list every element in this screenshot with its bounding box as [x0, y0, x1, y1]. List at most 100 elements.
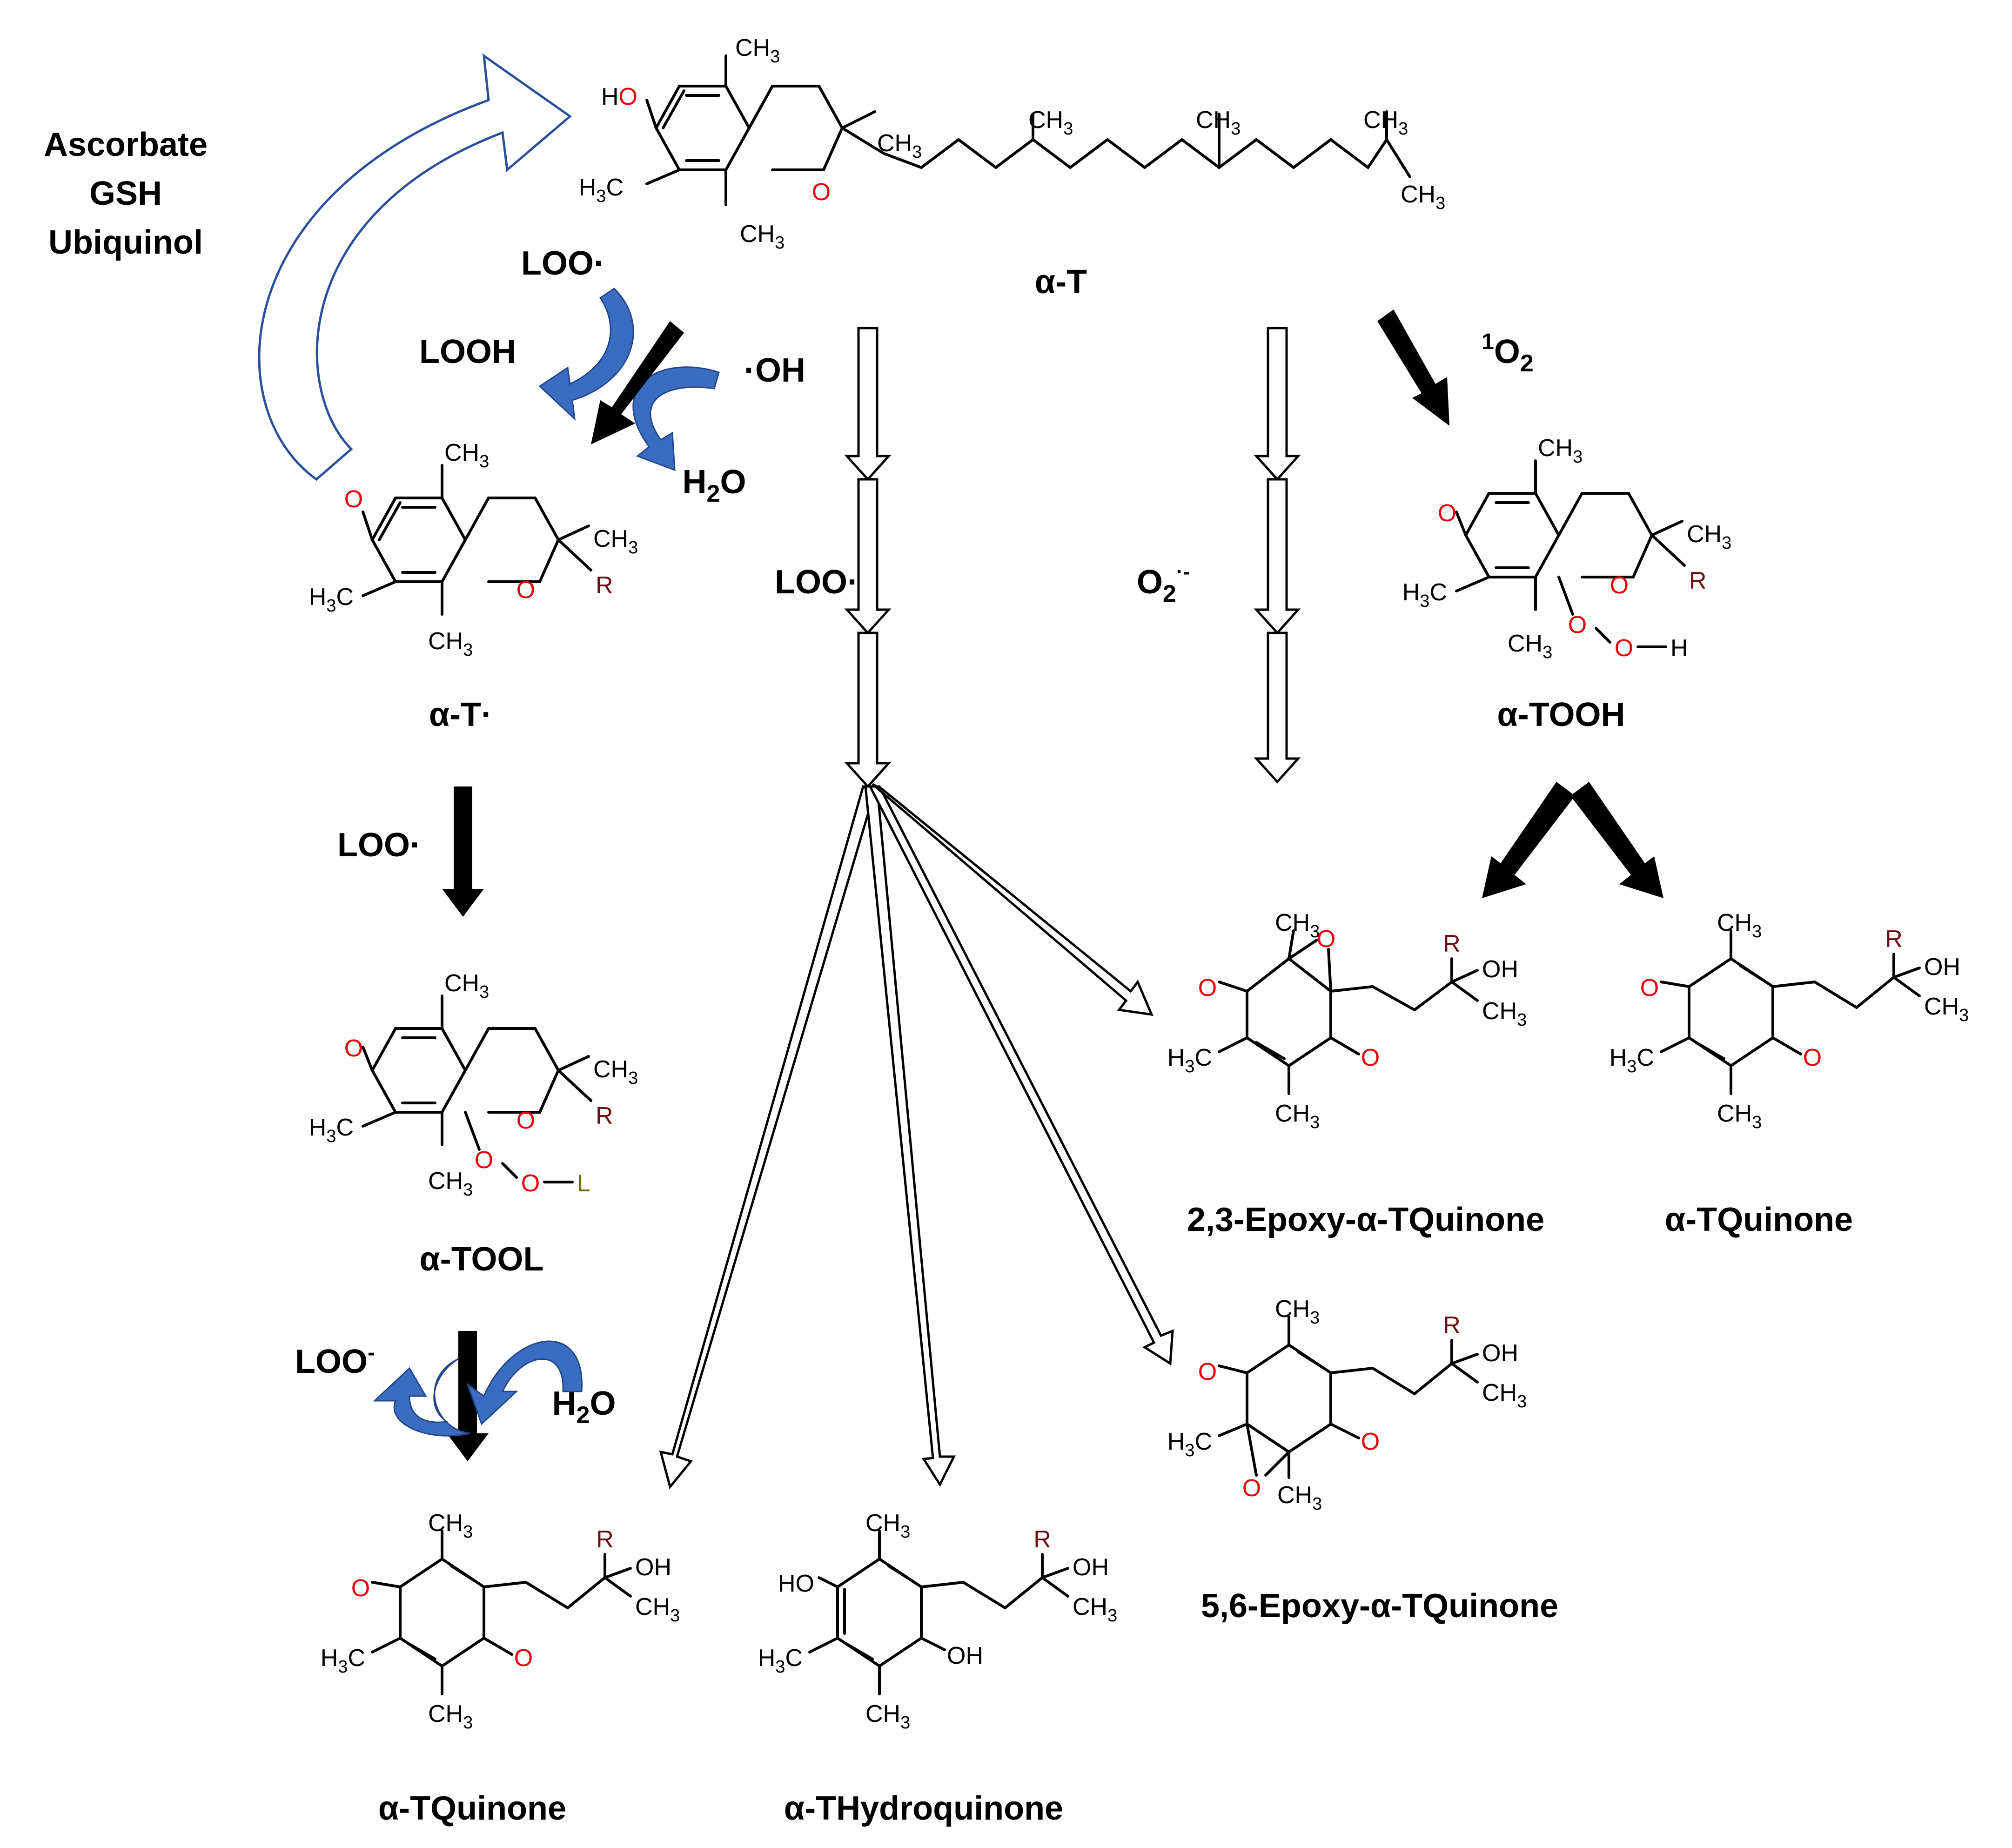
- atooh-h3c: H3C: [1402, 579, 1447, 611]
- blue-curved-arrow-water: [632, 366, 720, 471]
- loo-radical-left: LOO·: [337, 827, 421, 864]
- at-h3c: H3C: [579, 174, 624, 206]
- black-arrow-atool-to-tquinone: [447, 1331, 489, 1461]
- ep56-hydroxyl: OH: [1482, 1340, 1518, 1367]
- gsh-label: GSH: [89, 175, 162, 212]
- alpha-tool-structure: CH3 O H3C O CH3 R CH3 O O L: [309, 970, 638, 1200]
- loo-anion-label: LOO-: [295, 1340, 375, 1380]
- ep56-ketone-oxygen1: O: [1198, 1358, 1217, 1385]
- tqb-ch3-top: CH3: [428, 1510, 473, 1542]
- atr-ring-oxygen: O: [516, 577, 535, 604]
- thq-r-group: R: [1033, 1526, 1051, 1553]
- tquinone-right-structure: CH3 O O H3C CH3 R OH CH3: [1610, 909, 1969, 1132]
- ep23-ch3-top: CH3: [1275, 909, 1320, 941]
- atr-h3c: H3C: [309, 584, 354, 616]
- tqr-ketone-oxygen2: O: [1803, 1044, 1822, 1071]
- atr-radical-oxygen: O: [344, 486, 363, 513]
- h2o-top-label: H2O: [683, 464, 746, 507]
- tquinone-bottom-structure: CH3 O O H3C CH3 R OH CH3: [321, 1510, 680, 1733]
- fan-hollow-arrows: [659, 783, 1174, 1490]
- atool-peroxy-oxygen1: O: [475, 1147, 493, 1174]
- tqb-ketone-oxygen2: O: [514, 1645, 533, 1672]
- at-ch3-chain2: CH3: [1196, 107, 1241, 139]
- tqr-ch3-side: CH3: [1924, 993, 1969, 1025]
- atool-ring-oxygen: O: [516, 1107, 535, 1134]
- label-tquinone-bottom: α-TQuinone: [378, 1790, 566, 1827]
- label-thydroquinone: α-THydroquinone: [784, 1790, 1063, 1827]
- alpha-tocopheroxyl-radical-structure: CH3 O H3C O CH3 R CH3: [309, 439, 638, 660]
- label-alpha-tooh: α-TOOH: [1497, 696, 1625, 733]
- atooh-hydrogen: H: [1670, 635, 1688, 662]
- ep23-r-group: R: [1443, 930, 1461, 957]
- atooh-peroxy-oxygen1: O: [1568, 612, 1587, 638]
- alpha-tooh-structure: CH3 O H3C O CH3 R CH3 O O H: [1402, 435, 1732, 662]
- central-hollow-arrow-stack: [844, 327, 892, 788]
- ep23-ketone-oxygen1: O: [1198, 974, 1217, 1001]
- atooh-ketone-oxygen: O: [1438, 500, 1456, 527]
- at-ring-oxygen: O: [812, 179, 831, 206]
- ep56-ch3-top: CH3: [1275, 1296, 1320, 1328]
- atool-ketone-oxygen: O: [344, 1035, 363, 1062]
- atooh-ch3-bottom: CH3: [1508, 630, 1552, 662]
- ep23-hydroxyl: OH: [1482, 956, 1518, 983]
- alpha-tocopherol-structure: CH3 HO H3C O CH3 CH3 CH3 CH3 CH3 CH3: [579, 34, 1446, 253]
- ep23-epoxide-oxygen: O: [1317, 926, 1335, 953]
- black-arrow-atooh-to-epoxy: [1482, 782, 1575, 898]
- at-ch3-chain3: CH3: [1363, 107, 1408, 139]
- ep56-ch3-bottom: CH3: [1277, 1482, 1322, 1514]
- at-ch3-bottom: CH3: [740, 221, 785, 253]
- thq-ch3-bottom: CH3: [865, 1700, 910, 1733]
- singlet-oxygen-label: 1O2: [1482, 329, 1534, 377]
- blue-curved-arrow-looh: [538, 288, 634, 421]
- superoxide-label: O2·-: [1137, 560, 1190, 607]
- tqb-r-group: R: [596, 1526, 614, 1553]
- ep56-r-group: R: [1443, 1312, 1461, 1339]
- thydroquinone-structure: CH3 HO OH H3C CH3 R OH CH3: [758, 1510, 1118, 1733]
- at-ch3-c2: CH3: [877, 130, 922, 162]
- ep23-ketone-oxygen2: O: [1361, 1044, 1380, 1071]
- atool-r-group: R: [596, 1102, 613, 1129]
- at-ch3-end: CH3: [1401, 181, 1445, 213]
- thq-hydroxyl-left: HO: [778, 1570, 814, 1597]
- tqb-ch3-side: CH3: [635, 1593, 680, 1626]
- atooh-peroxy-oxygen2: O: [1615, 635, 1633, 662]
- atool-peroxy-oxygen2: O: [521, 1170, 540, 1197]
- atr-ch3-c2: CH3: [593, 525, 638, 558]
- at-ch3-top: CH3: [735, 34, 780, 67]
- atr-ch3-bottom: CH3: [428, 628, 473, 660]
- tqr-ketone-oxygen1: O: [1640, 974, 1659, 1001]
- loo-radical-middle: LOO·: [775, 564, 858, 601]
- at-ch3-chain1: CH3: [1028, 107, 1073, 139]
- thq-ch3-side: CH3: [1073, 1593, 1117, 1626]
- ascorbate-label: Ascorbate: [44, 126, 208, 163]
- blue-curved-arrow-h2o-bottom: [466, 1340, 583, 1425]
- ep56-ch3-side: CH3: [1482, 1379, 1527, 1411]
- black-arrow-at-to-atooh: [1377, 309, 1449, 426]
- label-epoxy-56: 5,6-Epoxy-α-TQuinone: [1201, 1587, 1558, 1625]
- atool-l-group: L: [577, 1170, 590, 1197]
- thq-hydroxyl-side: OH: [1073, 1554, 1109, 1581]
- atool-ch3-c2: CH3: [593, 1056, 638, 1088]
- label-epoxy-23: 2,3-Epoxy-α-TQuinone: [1187, 1201, 1544, 1238]
- epoxy-56-structure: CH3 O O H3C O CH3 R OH CH3: [1167, 1296, 1527, 1514]
- tqr-h3c: H3C: [1610, 1044, 1654, 1076]
- tqr-ch3-bottom: CH3: [1717, 1100, 1762, 1132]
- regeneration-hollow-arrow: [258, 53, 572, 481]
- ep23-ch3-bottom: CH3: [1275, 1100, 1320, 1132]
- ep23-ch3-side: CH3: [1482, 998, 1527, 1030]
- tqb-ch3-bottom: CH3: [428, 1700, 473, 1733]
- tqb-h3c: H3C: [321, 1645, 365, 1677]
- h2o-bottom-label: H2O: [552, 1385, 616, 1429]
- atool-h3c: H3C: [309, 1114, 354, 1146]
- ubiquinol-label: Ubiquinol: [48, 224, 203, 261]
- black-arrow-at-to-radical: [591, 321, 684, 444]
- tqb-ketone-oxygen1: O: [351, 1575, 370, 1602]
- thq-h3c: H3C: [758, 1645, 803, 1677]
- superoxide-hollow-arrow-stack: [1254, 327, 1301, 784]
- thq-ch3-top: CH3: [865, 1510, 910, 1542]
- black-arrow-radical-to-atool: [442, 786, 484, 917]
- tqb-hydroxyl: OH: [635, 1554, 671, 1581]
- thq-hydroxyl-ring: OH: [947, 1642, 983, 1669]
- black-arrow-atooh-to-tquinone: [1570, 782, 1663, 898]
- atooh-r-group: R: [1689, 567, 1707, 594]
